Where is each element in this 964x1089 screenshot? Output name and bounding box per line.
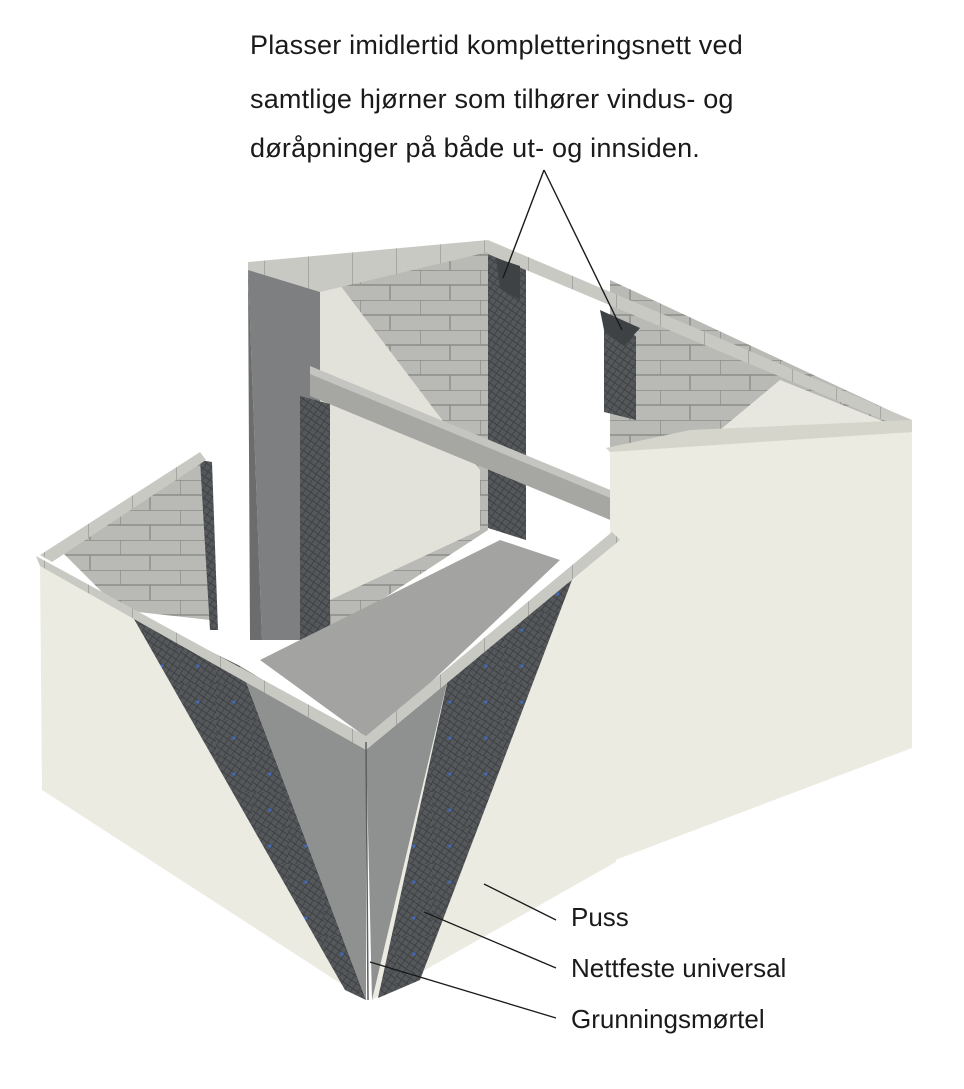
front-corner	[36, 532, 620, 1001]
label-base-mortar: Grunningsmørtel	[571, 1004, 765, 1034]
left-low-wall	[40, 452, 218, 630]
back-right-wall	[488, 240, 912, 455]
label-plaster: Puss	[571, 902, 629, 932]
heading-line-3: døråpninger på både ut- og innsiden.	[250, 133, 701, 163]
callout-leader-lines	[369, 883, 557, 1019]
inner-column	[300, 396, 330, 660]
right-plastered-block	[606, 420, 912, 862]
heading-leader-lines	[502, 169, 623, 331]
heading-line-2: samtlige hjørner som tilhører vindus- og	[250, 84, 734, 114]
ring-beam	[310, 366, 620, 524]
floor-slab	[260, 540, 560, 740]
label-mesh-fixing: Nettfeste universal	[571, 953, 787, 983]
back-left-wall	[248, 240, 488, 640]
heading-line-1: Plasser imidlertid kompletteringsnett ve…	[250, 30, 743, 60]
